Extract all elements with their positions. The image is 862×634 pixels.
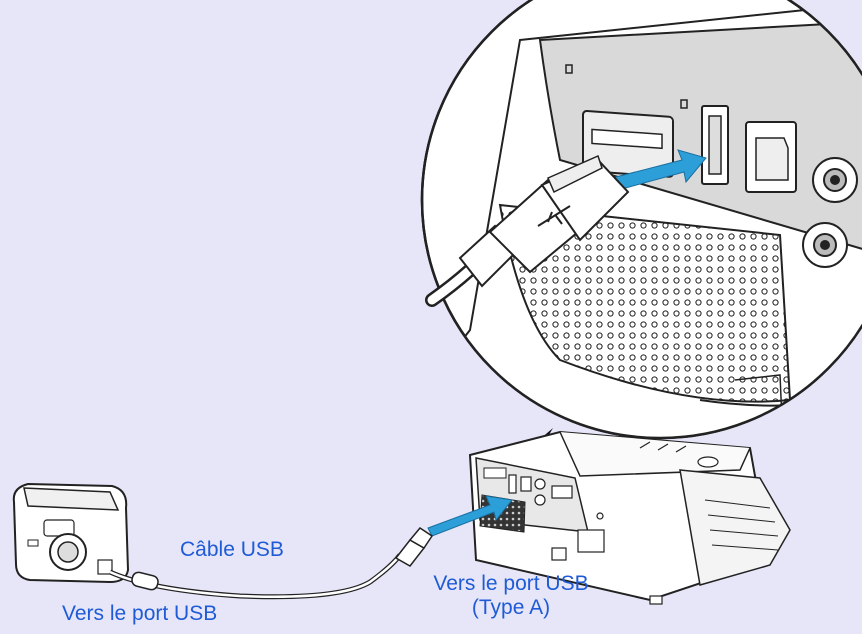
usb-plug-zoomed bbox=[425, 154, 630, 307]
zoom-circle bbox=[420, 0, 862, 440]
projector-port-label-line1: Vers le port USB bbox=[433, 572, 589, 595]
projector-lens bbox=[596, 512, 604, 520]
projector-port-label-line2: (Type A) bbox=[471, 596, 551, 619]
digital-camera bbox=[12, 482, 130, 584]
projector-port-label: Vers le port USB (Type A) bbox=[426, 572, 596, 620]
insert-arrow-zoom bbox=[611, 149, 707, 191]
vent-grille bbox=[498, 203, 792, 403]
projector bbox=[468, 430, 791, 605]
usb-trident-icon bbox=[537, 205, 571, 227]
camera-port-label: Vers le port USB bbox=[62, 602, 218, 625]
ferrite-core bbox=[131, 571, 159, 591]
usb-cable bbox=[108, 527, 434, 600]
insert-arrow-projector bbox=[427, 495, 513, 537]
projector-usb-port bbox=[508, 474, 517, 494]
cable-label: Câble USB bbox=[180, 538, 284, 561]
